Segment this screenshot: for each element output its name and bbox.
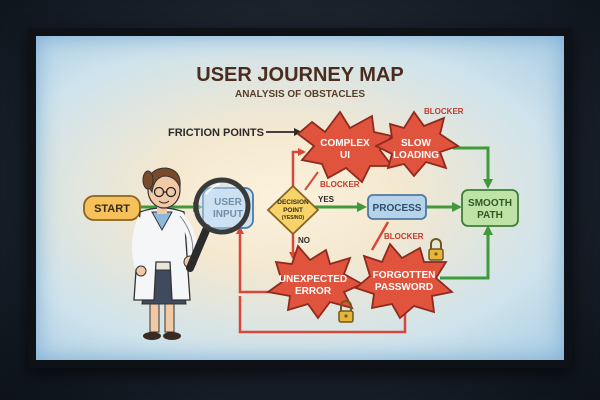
padlock-icon — [338, 300, 354, 323]
slow-loading-burst — [373, 110, 461, 178]
forgotten-password-line2: PASSWORD — [375, 282, 433, 293]
complex-ui-burst — [296, 110, 394, 184]
arrow-complex-to-decision — [304, 171, 319, 191]
arrow-loop-back-password — [238, 296, 407, 334]
diagram-subtitle: ANALYSIS OF OBSTACLES — [235, 89, 365, 100]
user-input-label-line1: USER — [214, 197, 243, 208]
padlock-icon — [428, 238, 444, 261]
start-node — [83, 195, 141, 221]
arrow-decision-to-complex — [291, 148, 306, 190]
decision-diamond — [266, 184, 320, 236]
start-label: START — [94, 203, 130, 215]
decision-label-line3: (YES/NO) — [282, 215, 305, 221]
decision-label-line2: POINT — [283, 207, 303, 214]
forgotten-password-burst — [354, 242, 454, 320]
arrow-process-to-blocker — [370, 221, 390, 251]
slow-loading-line2: LOADING — [393, 150, 439, 161]
arrow-slow-to-smooth — [453, 146, 493, 189]
process-label: PROCESS — [373, 203, 422, 214]
slow-loading-line1: SLOW — [401, 138, 432, 149]
forgotten-password-line1: FORGOTTEN — [373, 270, 436, 281]
complex-ui-line1: COMPLEX — [320, 138, 370, 149]
smooth-label-line1: SMOOTH — [468, 198, 512, 209]
arrow-password-to-smooth — [440, 225, 493, 280]
unexpected-error-line2: ERROR — [295, 286, 332, 297]
decision-label-line1: DECISION — [277, 199, 309, 206]
user-input-label-line2: INPUT — [213, 209, 243, 220]
user-journey-diagram: USER JOURNEY MAP ANALYSIS OF OBSTACLES F… — [83, 64, 519, 340]
arrow-loop-back-error — [236, 226, 270, 294]
monitor-screen: USER JOURNEY MAP ANALYSIS OF OBSTACLES F… — [36, 36, 564, 360]
blocker-label-top: BLOCKER — [424, 107, 464, 116]
unexpected-error-burst — [265, 244, 365, 320]
scientist-illustration — [132, 167, 198, 340]
smooth-path-node — [461, 189, 519, 227]
complex-ui-line2: UI — [340, 150, 350, 161]
blocker-label-mid: BLOCKER — [320, 180, 360, 189]
no-label: NO — [298, 236, 310, 245]
smooth-label-line2: PATH — [477, 210, 503, 221]
blocker-label-bottom: BLOCKER — [384, 232, 424, 241]
magnifying-glass-icon — [186, 177, 251, 272]
yes-label: YES — [318, 195, 335, 204]
friction-points-label: FRICTION POINTS — [168, 127, 264, 139]
unexpected-error-line1: UNEXPECTED — [279, 274, 347, 285]
user-input-node — [202, 187, 254, 229]
process-node — [367, 194, 427, 220]
diagram-title: USER JOURNEY MAP — [196, 64, 403, 86]
